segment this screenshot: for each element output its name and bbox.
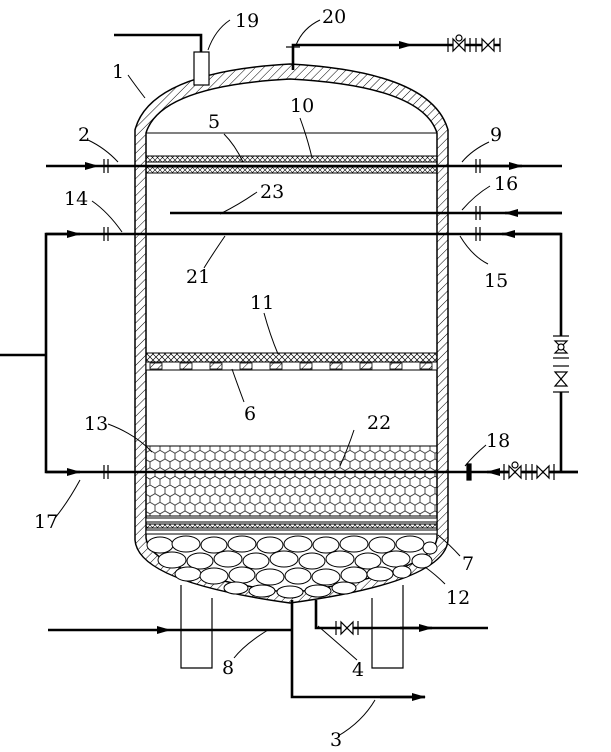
label-9: 9 [490, 124, 502, 146]
packed-bed [145, 445, 438, 517]
leader-lines [54, 19, 491, 737]
label-4: 4 [352, 659, 364, 681]
pebble-layer [146, 535, 438, 599]
label-8: 8 [222, 657, 234, 679]
label-18: 18 [486, 430, 510, 452]
label-16: 16 [494, 173, 518, 195]
label-20: 20 [322, 6, 346, 28]
label-13: 13 [84, 413, 108, 435]
label-21: 21 [186, 266, 210, 288]
middle-layer [145, 352, 438, 371]
label-3: 3 [330, 729, 342, 751]
label-15: 15 [484, 270, 508, 292]
label-7: 7 [462, 553, 474, 575]
support-plates [145, 517, 438, 535]
piping [0, 33, 578, 701]
valves [335, 34, 569, 636]
label-23: 23 [260, 181, 284, 203]
label-6: 6 [244, 403, 256, 425]
support-legs [180, 585, 404, 669]
top-distribution-layer [145, 155, 438, 174]
label-5: 5 [208, 111, 220, 133]
flanges [103, 46, 481, 481]
label-10: 10 [290, 95, 314, 117]
label-17: 17 [34, 511, 58, 533]
label-11: 11 [250, 292, 274, 314]
label-22: 22 [367, 412, 391, 434]
label-2: 2 [78, 124, 90, 146]
label-1: 1 [112, 61, 124, 83]
part-labels: 1 2 3 4 5 6 7 8 9 10 11 12 13 14 15 16 1… [34, 6, 518, 751]
label-19: 19 [235, 10, 259, 32]
label-12: 12 [446, 587, 470, 609]
label-14: 14 [64, 188, 88, 210]
